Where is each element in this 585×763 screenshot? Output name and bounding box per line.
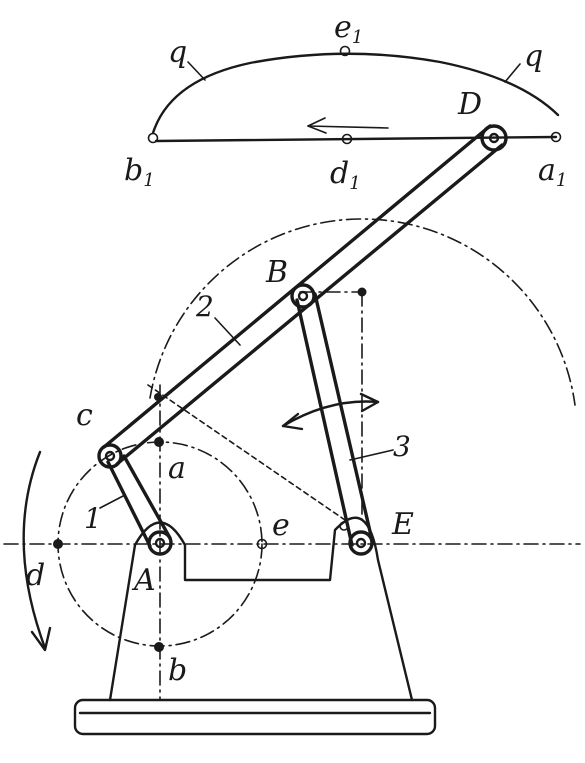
crank-rotation-arrow (22, 450, 47, 650)
coupler-curve-upper (151, 52, 560, 135)
label-link-2: 2 (195, 290, 214, 323)
coupler-direction-arrow (307, 125, 389, 129)
frame-base-plate (73, 698, 437, 736)
joint-e (348, 530, 374, 556)
label-a: a (168, 451, 186, 486)
joint-d-pin (488, 132, 500, 144)
rocker-link-3-outer (313, 292, 374, 542)
q-right-leader (504, 63, 521, 83)
label-q-left: q (168, 35, 187, 70)
label-e1: e1 (334, 10, 363, 48)
label-link-3: 3 (393, 430, 411, 463)
rocker-oscillation-head-left (281, 412, 304, 431)
q-left-leader (187, 61, 206, 81)
label-D: D (457, 87, 482, 122)
point-b-dot (154, 642, 164, 652)
coupler-direction-arrowhead (307, 117, 327, 134)
rocker-swing-arc (149, 218, 576, 406)
point-d-dot (53, 539, 63, 549)
crank-top-dot (154, 393, 162, 401)
crank-link-1-right (122, 454, 172, 540)
point-a-dot (154, 437, 164, 447)
joint-d (480, 124, 508, 152)
label-e: e (272, 508, 290, 543)
joint-a-pin (154, 537, 166, 549)
point-e1-marker (339, 45, 351, 57)
joint-e-pin (355, 537, 367, 549)
label-q-right: q (524, 39, 543, 74)
joint-b-pin (297, 290, 309, 302)
dead-centre-guide (147, 384, 346, 521)
label-b1: b1 (124, 153, 155, 191)
joint-b (290, 283, 316, 309)
label-A: A (131, 563, 156, 598)
rocker-link-3-inner (295, 298, 354, 547)
crank-link-1-left (106, 460, 152, 548)
point-e-dot (256, 538, 268, 550)
label-d1: d1 (330, 156, 361, 194)
label-C: c (76, 398, 93, 433)
label-d: d (26, 558, 45, 593)
rocker-top-dot (357, 287, 367, 297)
link-1-leader (99, 494, 126, 509)
crank-rotation-arrowhead (30, 626, 52, 652)
diagonal-end-dot (339, 521, 349, 531)
label-link-1: 1 (84, 502, 102, 535)
label-a1: a1 (538, 153, 567, 191)
point-d1-marker (341, 133, 353, 145)
label-b: b (168, 653, 187, 688)
point-a1-marker (550, 131, 562, 143)
rocker-oscillation-arrow (281, 400, 380, 428)
link-3-leader (349, 449, 394, 461)
label-E: E (391, 507, 414, 542)
link-2-leader (214, 317, 241, 346)
rocker-oscillation-head-right (359, 392, 380, 413)
joint-a (147, 530, 173, 556)
label-B: B (265, 255, 288, 290)
joint-c (97, 443, 123, 469)
point-b1-marker (147, 132, 159, 144)
joint-c-pin (104, 450, 116, 462)
